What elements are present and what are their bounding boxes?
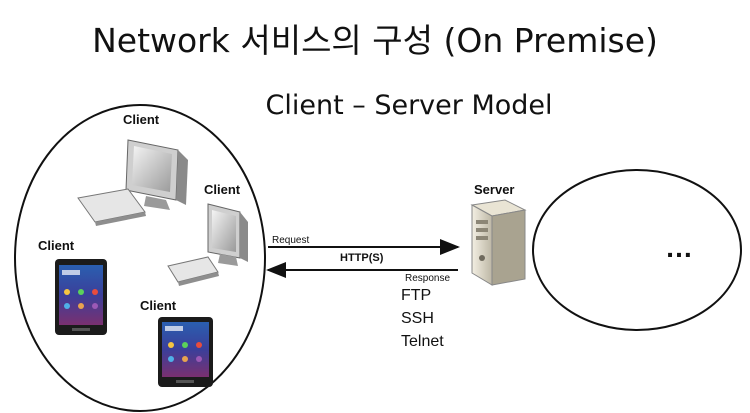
client-label: Client xyxy=(204,182,241,197)
other-protocols-list: FTP SSH Telnet xyxy=(401,284,444,353)
protocol-label: HTTP(S) xyxy=(340,252,384,264)
server-tower-icon xyxy=(470,199,527,286)
protocol-item: SSH xyxy=(401,310,434,327)
server-side-ellipse xyxy=(532,169,742,331)
desktop-computer-icon xyxy=(77,139,188,226)
server-label: Server xyxy=(474,182,515,197)
desktop-computer-icon xyxy=(167,203,248,286)
page-title: Network 서비스의 구성 (On Premise) xyxy=(92,21,658,60)
smartphone-icon xyxy=(55,259,107,335)
client-label: Client xyxy=(123,112,160,127)
protocol-item: FTP xyxy=(401,287,432,304)
more-servers-ellipsis: … xyxy=(665,232,696,263)
client-group-circle xyxy=(14,104,266,412)
client-label: Client xyxy=(140,298,177,313)
smartphone-icon xyxy=(158,317,213,387)
client-label: Client xyxy=(38,238,75,253)
response-label: Response xyxy=(405,273,451,284)
request-label: Request xyxy=(272,235,310,246)
protocol-item: Telnet xyxy=(401,333,444,350)
diagram-subtitle: Client – Server Model xyxy=(265,90,553,121)
